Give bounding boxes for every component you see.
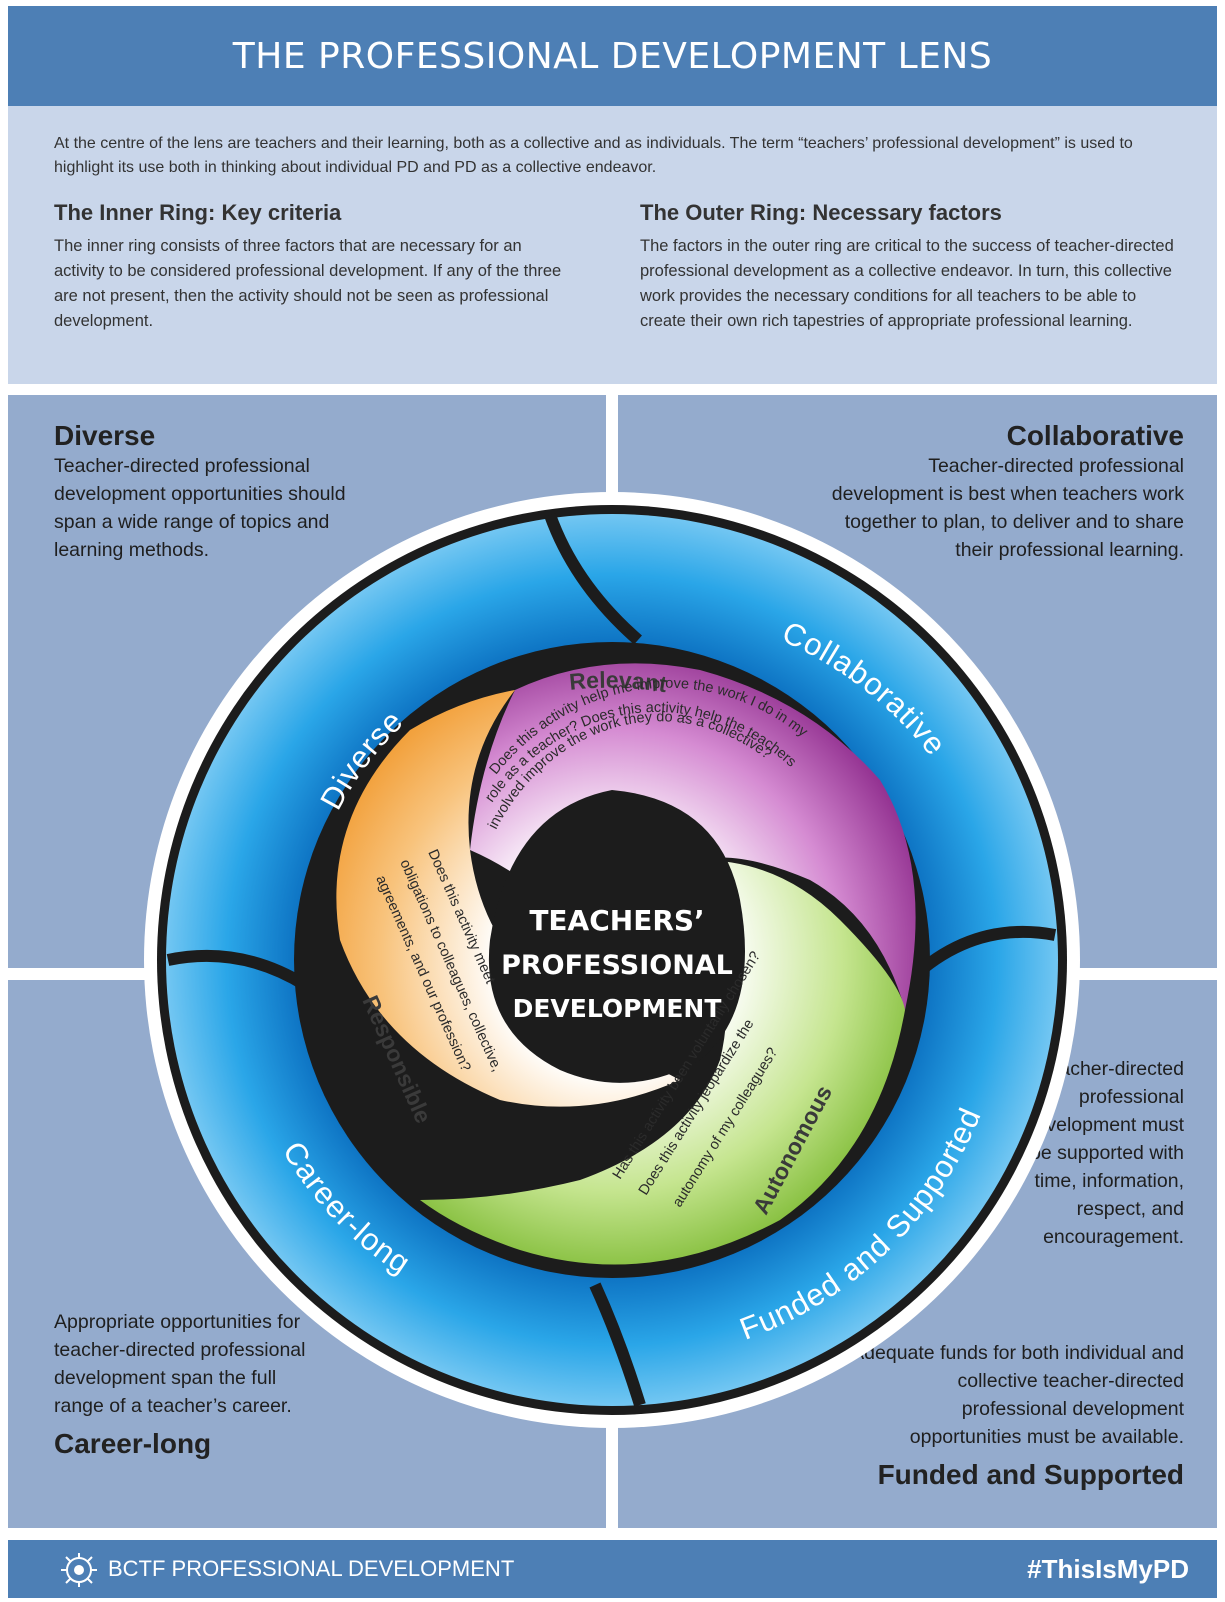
ring-divider-bottom <box>589 1282 646 1407</box>
autonomous-segment <box>420 860 905 1265</box>
collaborative-heading: Collaborative <box>1006 420 1184 451</box>
intro-lead: At the centre of the lens are teachers a… <box>54 135 1133 176</box>
ring-divider-top <box>544 512 642 645</box>
diverse-description: Diverse Teacher-directed professional de… <box>54 420 364 564</box>
core-line-1: TEACHERS’ <box>529 904 704 937</box>
bctf-logo-icon <box>61 1553 97 1587</box>
career-long-description: Appropriate opportunities for teacher-di… <box>54 1308 316 1460</box>
career-long-heading: Career-long <box>54 1428 212 1459</box>
core-line-2: PROFESSIONAL <box>501 950 733 981</box>
responsible-segment <box>336 690 680 1107</box>
footer-hashtag: #ThisIsMyPD <box>1027 1554 1189 1584</box>
outer-ring-section: The Outer Ring: Necessary factors The fa… <box>640 200 1180 334</box>
inner-ring-heading: The Inner Ring: Key criteria <box>54 200 342 225</box>
page-header: THE PROFESSIONAL DEVELOPMENT LENS <box>8 6 1217 106</box>
inner-ring-section: The Inner Ring: Key criteria The inner r… <box>54 200 574 334</box>
funded-description-1: Teacher-directed professional developmen… <box>1020 1055 1184 1251</box>
core-line-3: DEVELOPMENT <box>513 994 722 1023</box>
collaborative-body: Teacher-directed professional developmen… <box>831 455 1184 561</box>
collaborative-description: Collaborative Teacher-directed professio… <box>830 420 1184 564</box>
page-title: THE PROFESSIONAL DEVELOPMENT LENS <box>232 35 993 77</box>
funded-description-2: Adequate funds for both individual and c… <box>850 1339 1184 1491</box>
diverse-heading: Diverse <box>54 420 156 451</box>
funded-body-1: Teacher-directed professional developmen… <box>1024 1058 1184 1248</box>
intro-panel: At the centre of the lens are teachers a… <box>8 106 1217 384</box>
funded-body-2: Adequate funds for both individual and c… <box>851 1342 1184 1448</box>
page-footer: BCTF PROFESSIONAL DEVELOPMENT #ThisIsMyP… <box>8 1540 1217 1598</box>
core-shape <box>488 790 745 1083</box>
footer-brand: BCTF PROFESSIONAL DEVELOPMENT <box>108 1556 515 1581</box>
outer-ring-heading: The Outer Ring: Necessary factors <box>640 200 1002 225</box>
outer-ring-body: The factors in the outer ring are critic… <box>640 237 1174 330</box>
ring-divider-left <box>166 949 309 991</box>
funded-heading: Funded and Supported <box>877 1459 1184 1490</box>
inner-ring-body: The inner ring consists of three factors… <box>54 237 562 330</box>
diverse-body: Teacher-directed professional developmen… <box>54 455 346 561</box>
career-long-body: Appropriate opportunities for teacher-di… <box>54 1311 306 1417</box>
